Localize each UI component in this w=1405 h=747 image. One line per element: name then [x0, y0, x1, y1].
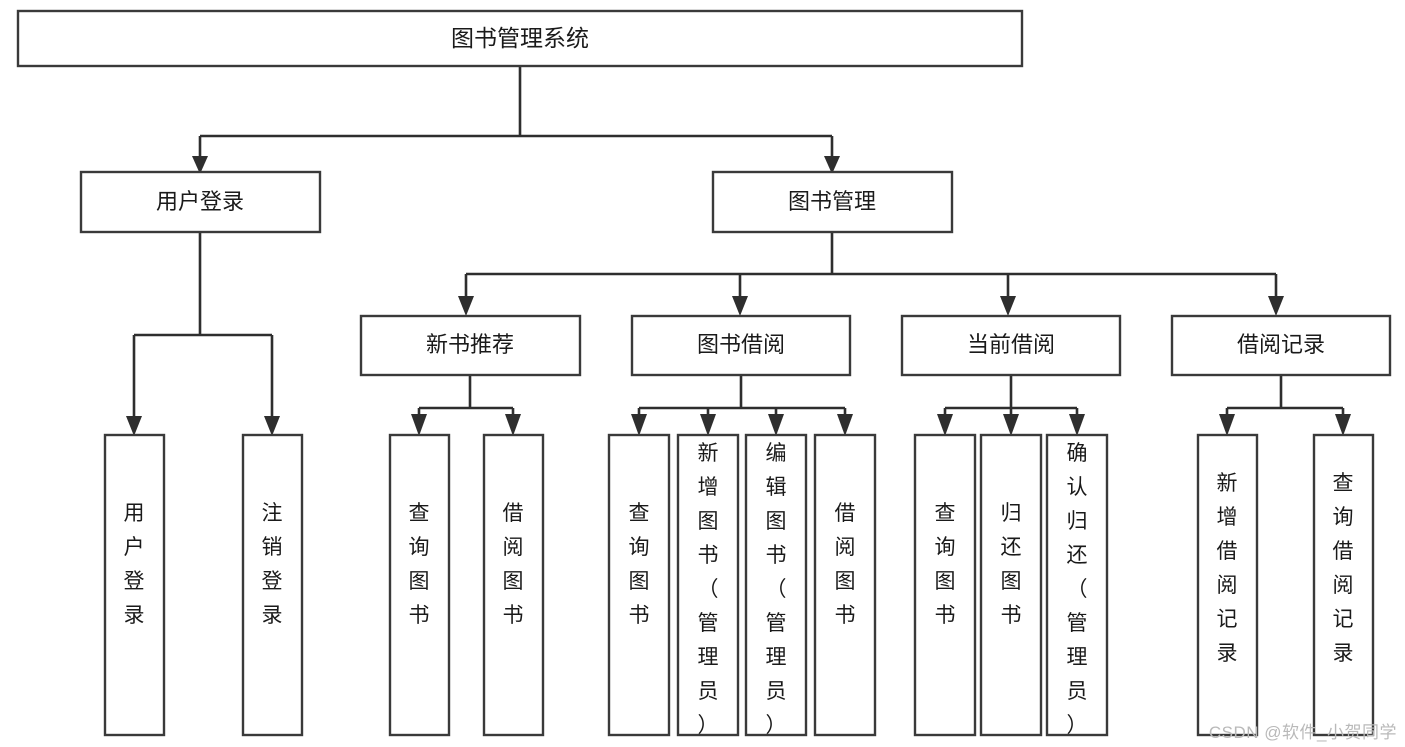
leaf-current-query-label: 查询图书 [935, 502, 956, 627]
leaf-newbook-query-label: 查询图书 [409, 502, 430, 627]
arrow-record-leaf1 [1219, 414, 1235, 436]
leaf-borrow-borrow-book-label: 借阅图书 [835, 502, 856, 627]
node-book-management-label: 图书管理 [788, 189, 876, 214]
leaf-current-return-label: 归还图书 [1001, 502, 1022, 627]
node-current-borrow[interactable]: 当前借阅 [900, 314, 1122, 377]
leaf-newbook-borrow-label: 借阅图书 [503, 502, 524, 627]
node-borrow-record[interactable]: 借阅记录 [1170, 314, 1392, 377]
leaf-user-login-login[interactable]: 用户登录 [103, 433, 166, 737]
leaf-borrow-query[interactable]: 查询图书 [607, 433, 671, 737]
arrow-root-to-book-mgmt [824, 156, 840, 174]
leaf-record-query-label: 查询借阅记录 [1333, 472, 1354, 665]
node-system-root-label: 图书管理系统 [451, 25, 589, 51]
leaf-current-query[interactable]: 查询图书 [913, 433, 977, 737]
arrow-root-to-user-login [192, 156, 208, 174]
arrow-current-leaf1 [937, 414, 953, 436]
arrow-borrow-leaf2 [700, 414, 716, 436]
node-current-borrow-label: 当前借阅 [967, 332, 1055, 357]
leaf-newbook-borrow[interactable]: 借阅图书 [482, 433, 545, 737]
leaf-borrow-query-label: 查询图书 [629, 502, 650, 627]
leaf-borrow-add-book[interactable]: 新增图书（管理员） [676, 433, 740, 737]
arrow-current-leaf3 [1069, 414, 1085, 436]
leaf-borrow-edit-book-label: 编辑图书（管理员） [766, 442, 787, 737]
node-book-borrow-label: 图书借阅 [697, 332, 785, 357]
leaf-record-add-label: 新增借阅记录 [1217, 472, 1238, 665]
arrow-bookmgmt-c1 [458, 296, 474, 316]
arrow-bookmgmt-c2 [732, 296, 748, 316]
node-user-login-label: 用户登录 [156, 189, 244, 214]
leaf-current-confirm-return-label: 确认归还（管理员） [1067, 442, 1088, 737]
arrow-userlogin-leaf2 [264, 416, 280, 436]
node-borrow-record-label: 借阅记录 [1237, 332, 1325, 357]
connector-group [126, 66, 1351, 436]
leaf-borrow-add-book-label: 新增图书（管理员） [698, 442, 719, 737]
arrow-record-leaf2 [1335, 414, 1351, 436]
arrow-current-leaf2 [1003, 414, 1019, 436]
node-new-book-recommend[interactable]: 新书推荐 [359, 314, 582, 377]
arrow-bookmgmt-c3 [1000, 296, 1016, 316]
arrow-borrow-leaf3 [768, 414, 784, 436]
node-user-login[interactable]: 用户登录 [79, 170, 322, 234]
leaf-newbook-query[interactable]: 查询图书 [388, 433, 451, 737]
node-book-management[interactable]: 图书管理 [711, 170, 954, 234]
arrow-bookmgmt-c4 [1268, 296, 1284, 316]
leaf-record-query[interactable]: 查询借阅记录 [1312, 433, 1375, 737]
leaf-current-return[interactable]: 归还图书 [979, 433, 1043, 737]
arrow-newbook-leaf2 [505, 414, 521, 436]
leaf-user-login-logout[interactable]: 注销登录 [241, 433, 304, 737]
leaf-borrow-edit-book[interactable]: 编辑图书（管理员） [744, 433, 808, 737]
leaf-user-login-logout-label: 注销登录 [262, 502, 283, 627]
leaf-current-confirm-return[interactable]: 确认归还（管理员） [1045, 433, 1109, 737]
arrow-userlogin-leaf1 [126, 416, 142, 436]
leaf-user-login-login-label: 用户登录 [124, 502, 145, 627]
leaf-borrow-borrow-book[interactable]: 借阅图书 [813, 433, 877, 737]
node-system-root[interactable]: 图书管理系统 [16, 9, 1024, 68]
leaf-record-add[interactable]: 新增借阅记录 [1196, 433, 1259, 737]
node-new-book-recommend-label: 新书推荐 [426, 332, 514, 357]
arrow-newbook-leaf1 [411, 414, 427, 436]
node-book-borrow[interactable]: 图书借阅 [630, 314, 852, 377]
arrow-borrow-leaf1 [631, 414, 647, 436]
arrow-borrow-leaf4 [837, 414, 853, 436]
